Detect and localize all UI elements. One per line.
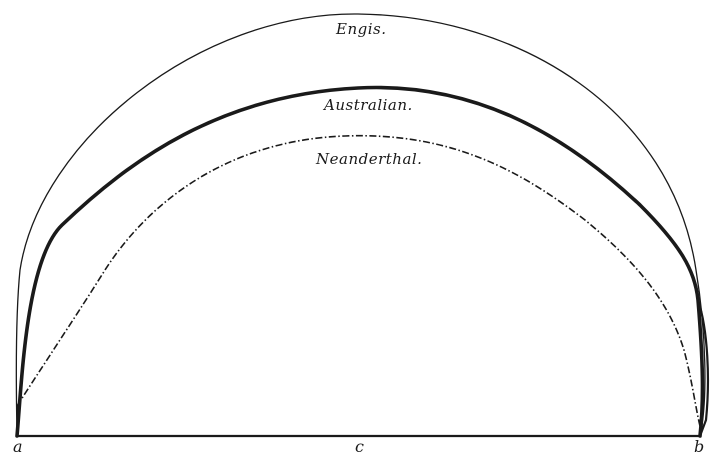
neanderthal-curve (16, 134, 701, 427)
label-australian: Australian. (322, 96, 413, 114)
right-convergence-stroke (696, 299, 710, 437)
label-engis: Engis. (335, 20, 386, 38)
point-label-c: c (355, 437, 364, 454)
australian-curve (15, 85, 705, 438)
label-neanderthal: Neanderthal. (315, 150, 422, 168)
point-label-b: b (694, 437, 705, 454)
engis-curve (15, 13, 706, 437)
point-label-a: a (13, 437, 23, 454)
